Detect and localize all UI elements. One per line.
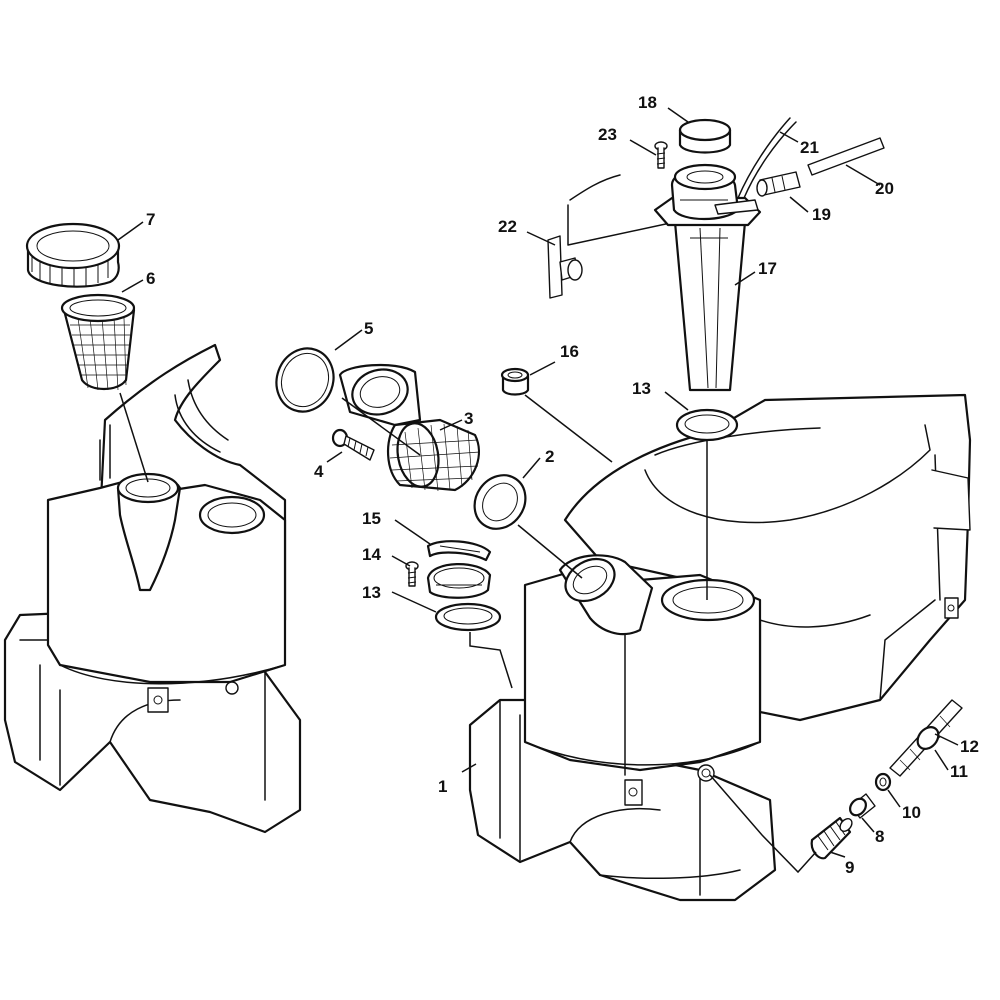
hose-fitting-part [849, 793, 876, 819]
callout-23: 23 [598, 125, 617, 144]
callout-2: 2 [545, 447, 554, 466]
cap-housing-part [426, 563, 492, 599]
callout-3: 3 [464, 409, 473, 428]
filler-strainer-part [60, 293, 136, 391]
callout-16: 16 [560, 342, 579, 361]
callout-1: 1 [438, 777, 447, 796]
assembled-tank-view [3, 343, 302, 834]
callout-22: 22 [498, 217, 517, 236]
callout-20: 20 [875, 179, 894, 198]
callout-12: 12 [960, 737, 979, 756]
callout-13-right: 13 [632, 379, 651, 398]
screw-top-part [654, 141, 668, 169]
connector-part [756, 171, 801, 197]
sender-tube-part [673, 220, 747, 392]
callout-7: 7 [146, 210, 155, 229]
sender-head-part [653, 163, 762, 227]
callout-9: 9 [845, 858, 854, 877]
callout-4: 4 [314, 462, 324, 481]
callout-5: 5 [364, 319, 373, 338]
screw-part [331, 428, 375, 461]
callout-19: 19 [812, 205, 831, 224]
hose-clamp-part [874, 772, 892, 792]
cable-part [737, 117, 791, 199]
callout-15: 15 [362, 509, 381, 528]
gasket-left-part [434, 602, 502, 632]
callout-6: 6 [146, 269, 155, 288]
fuel-pickup-filter-part [810, 816, 853, 860]
callout-21: 21 [800, 138, 819, 157]
callout-8: 8 [875, 827, 884, 846]
cover-screw-part [405, 561, 419, 587]
grommet-part [500, 367, 530, 396]
bracket-part [547, 174, 676, 299]
callout-11: 11 [950, 762, 968, 781]
seal-ring-part [473, 474, 527, 530]
callout-18: 18 [638, 93, 657, 112]
callout-13-left: 13 [362, 583, 381, 602]
cap-cover-part [678, 118, 732, 154]
callout-labels: 7 6 5 4 3 2 15 14 13 16 13 17 18 23 21 2… [146, 93, 979, 877]
tank-cap-part [25, 222, 121, 288]
callout-17: 17 [758, 259, 777, 278]
main-fuel-tank [468, 393, 972, 902]
leader-lines [117, 107, 959, 874]
gasket-right-part [675, 408, 739, 442]
fuel-hose-part [889, 699, 963, 777]
line-part [807, 137, 885, 176]
filter-basket-part [338, 363, 481, 492]
callout-14: 14 [362, 545, 381, 564]
callout-10: 10 [902, 803, 921, 822]
o-ring-part [275, 347, 335, 413]
flap-cover-part [426, 540, 492, 562]
